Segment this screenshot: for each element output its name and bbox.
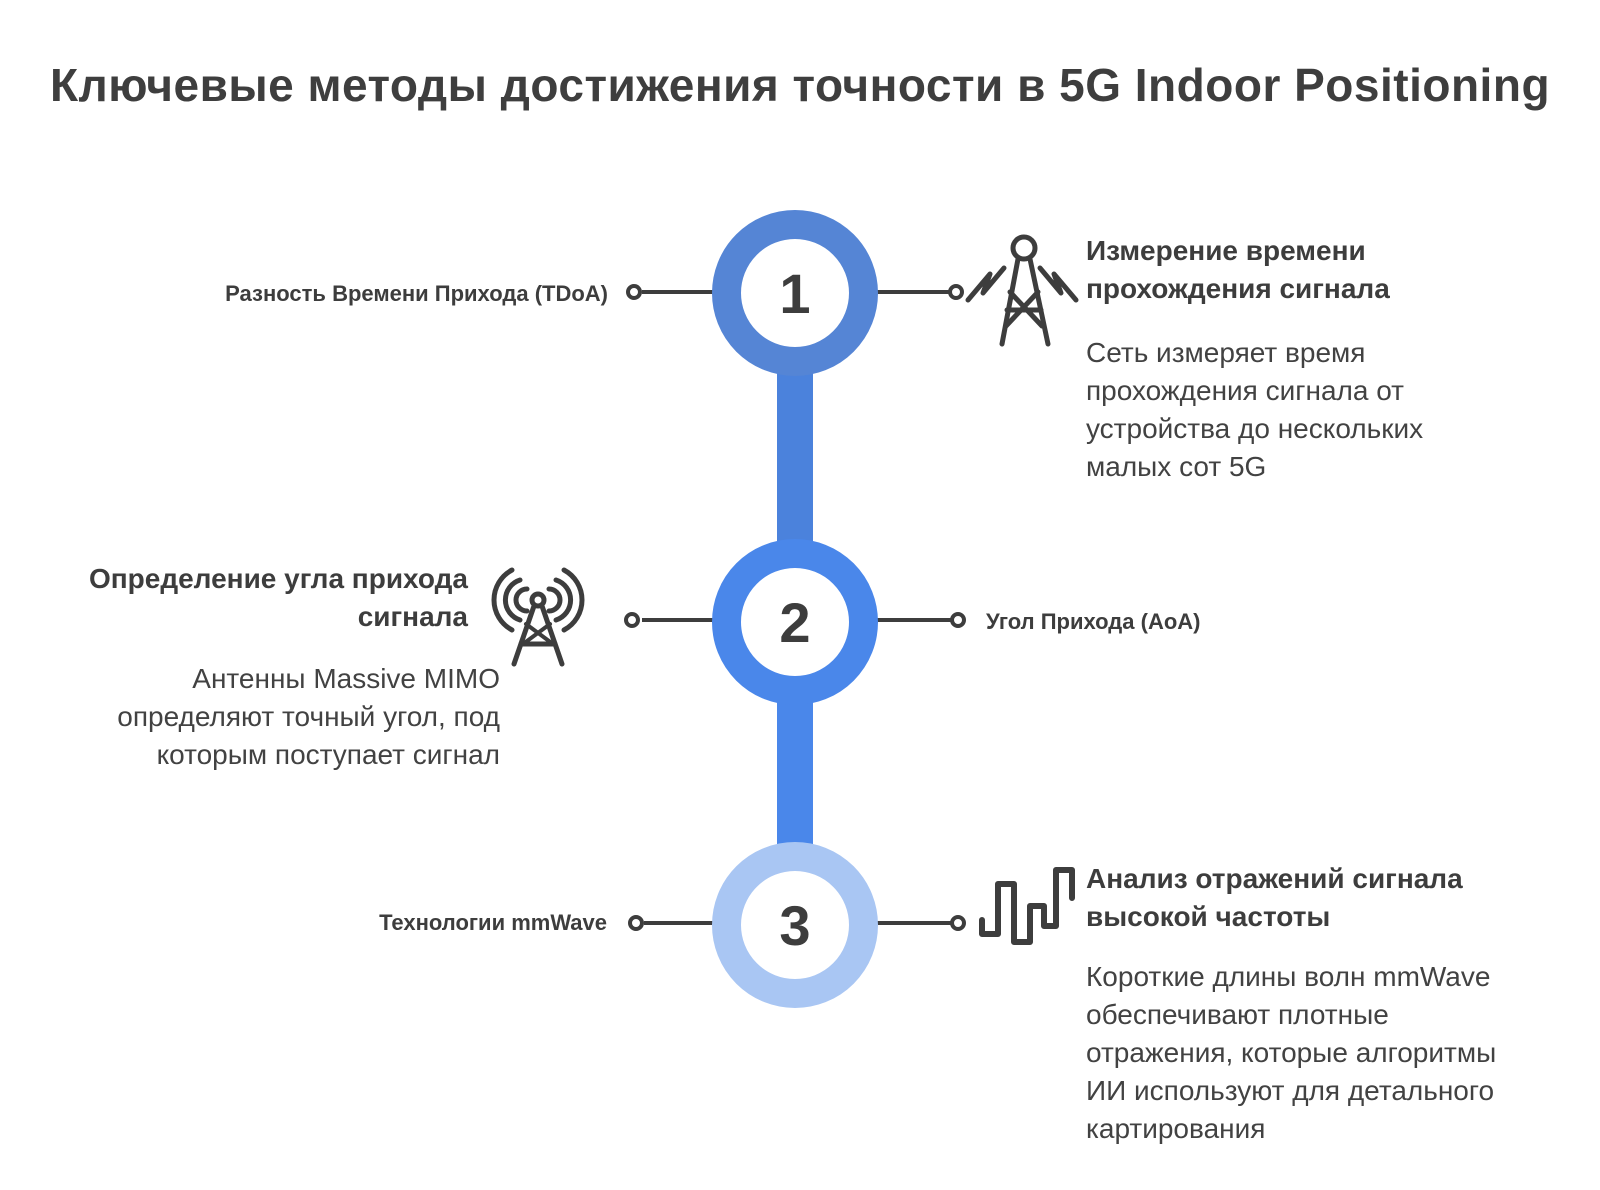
step-2-right-dot-icon <box>950 612 966 628</box>
step-2-description: Антенны Massive MIMO определяют точный у… <box>117 663 500 770</box>
step-3-heading: Анализ отражений сигнала высокой частоты <box>1086 863 1463 932</box>
page-title: Ключевые методы достижения точности в 5G… <box>49 59 1551 111</box>
step-3-left-label: Технологии mmWave <box>379 910 607 935</box>
timeline-connector-1-2 <box>777 360 813 555</box>
step-2-number: 2 <box>779 590 811 654</box>
step-2-heading: Определение угла прихода сигнала <box>88 563 468 632</box>
step-3-number: 3 <box>779 893 811 957</box>
step-1-number: 1 <box>779 261 811 325</box>
step-1-description: Сеть измеряет время прохождения сигнала … <box>1086 337 1424 482</box>
step-3-right-dot-icon <box>950 915 966 931</box>
step-2-left-dot-icon <box>624 612 640 628</box>
broadcast-tower-icon <box>488 552 588 668</box>
step-2-right-line <box>874 618 958 622</box>
step-1-heading: Измерение времени прохождения сигнала <box>1086 235 1390 304</box>
step-1-left-dot-icon <box>626 284 642 300</box>
step-3-left-line <box>644 921 716 925</box>
step-1-left-line <box>642 290 716 294</box>
step-2-left-line <box>642 618 716 622</box>
step-1-circle: 1 <box>712 210 878 376</box>
timeline-connector-2-3 <box>777 690 813 855</box>
square-wave-icon <box>978 860 1082 964</box>
step-1-left-label: Разность Времени Прихода (TDoA) <box>225 281 608 306</box>
step-3-left-dot-icon <box>628 915 644 931</box>
step-3-circle: 3 <box>712 842 878 1008</box>
step-2-circle: 2 <box>712 539 878 705</box>
signal-travel-tower-icon <box>962 230 1082 352</box>
step-1-right-dot-icon <box>948 284 964 300</box>
step-2-right-label: Угол Прихода (AoA) <box>986 609 1201 634</box>
step-3-right-line <box>874 921 956 925</box>
step-1-right-line <box>874 290 954 294</box>
step-3-description: Короткие длины волн mmWave обеспечивают … <box>1086 961 1497 1144</box>
